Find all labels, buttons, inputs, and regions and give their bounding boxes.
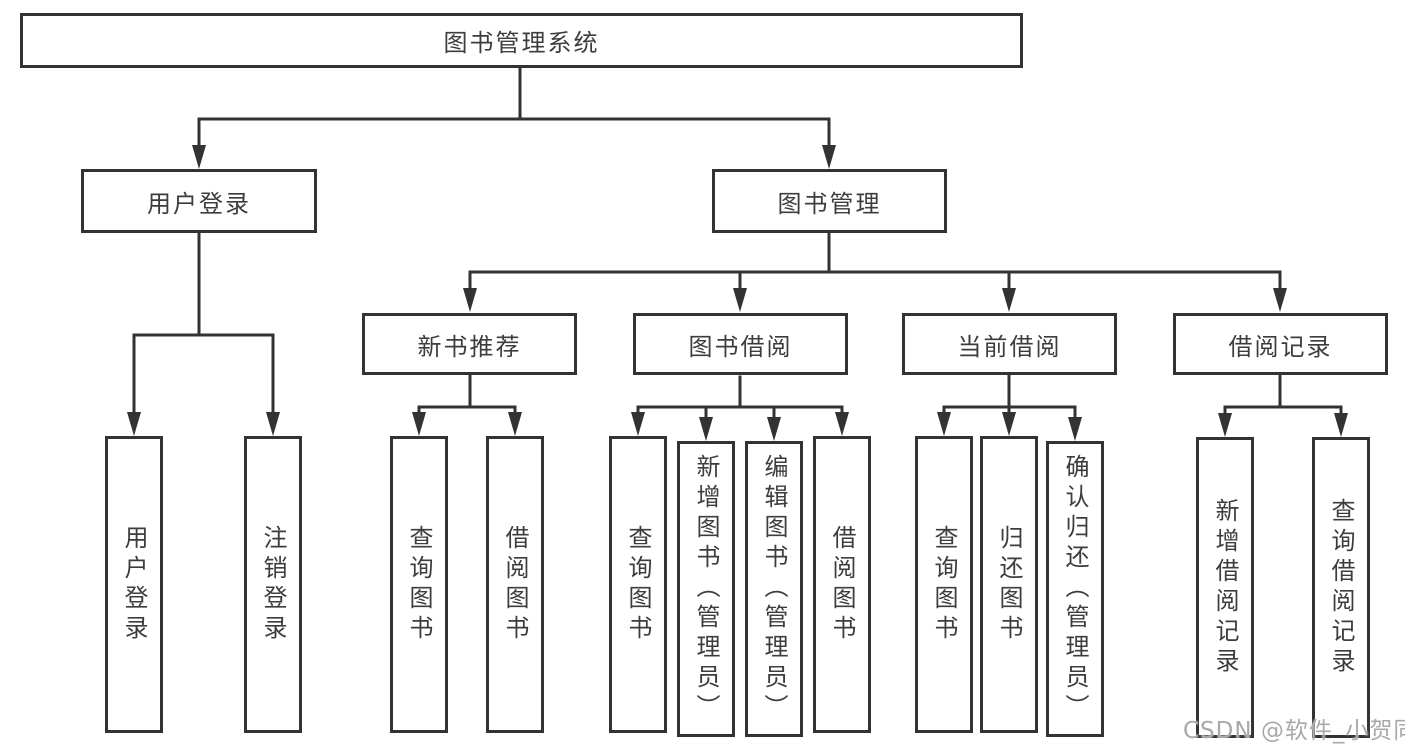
node-new-book-recommendation: 新书推荐: [362, 313, 577, 375]
node-label: 当前借阅: [957, 332, 1062, 361]
node-label: 新增借阅记录: [1211, 497, 1239, 678]
node-book-borrowing: 图书借阅: [633, 313, 848, 375]
leaf-borrow-books: 借阅图书: [813, 436, 871, 733]
node-label: 图书借阅: [688, 332, 793, 361]
node-label: 注销登录: [259, 524, 287, 645]
arrow-down-icon: [631, 412, 645, 436]
leaf-add-book-admin: 新增图书（管理员）: [677, 441, 735, 737]
leaf-query-books: 查询图书: [915, 436, 973, 733]
node-book-management: 图书管理: [712, 169, 947, 233]
arrow-down-icon: [266, 412, 280, 436]
leaf-edit-book-admin: 编辑图书（管理员）: [745, 441, 803, 737]
arrow-down-icon: [1002, 412, 1016, 436]
leaf-logout: 注销登录: [244, 436, 302, 733]
arrow-down-icon: [937, 412, 951, 436]
node-current-borrowing: 当前借阅: [902, 313, 1117, 375]
node-label: 图书管理系统: [443, 29, 600, 57]
node-label: 借阅记录: [1228, 332, 1333, 361]
node-label: 确认归还（管理员）: [1061, 454, 1089, 724]
arrow-down-icon: [412, 412, 426, 436]
arrow-down-icon: [1068, 417, 1082, 441]
node-label: 借阅图书: [501, 524, 529, 645]
node-label: 查询图书: [930, 524, 958, 645]
arrow-down-icon: [835, 412, 849, 436]
node-label: 新书推荐: [417, 332, 522, 361]
arrowheads: [127, 145, 1348, 441]
arrow-down-icon: [1002, 288, 1016, 312]
arrow-down-icon: [1218, 413, 1232, 437]
leaf-borrow-books: 借阅图书: [486, 436, 544, 733]
node-label: 新增图书（管理员）: [692, 454, 720, 724]
node-label: 图书管理: [777, 189, 882, 218]
arrow-down-icon: [1334, 413, 1348, 437]
watermark: CSDN @软件_小贺同学: [1183, 718, 1405, 744]
node-borrowing-records: 借阅记录: [1173, 313, 1388, 375]
node-label: 用户登录: [147, 189, 251, 218]
arrow-down-icon: [192, 145, 206, 169]
leaf-user-login: 用户登录: [105, 436, 163, 733]
arrow-down-icon: [733, 288, 747, 312]
node-label: 编辑图书（管理员）: [760, 454, 788, 724]
arrow-down-icon: [767, 417, 781, 441]
arrow-down-icon: [508, 412, 522, 436]
node-label: 查询借阅记录: [1327, 497, 1355, 678]
node-label: 归还图书: [995, 524, 1023, 645]
leaf-query-books: 查询图书: [390, 436, 448, 733]
node-label: 查询图书: [624, 524, 652, 645]
leaf-add-borrow-record: 新增借阅记录: [1196, 437, 1254, 738]
node-label: 用户登录: [120, 524, 148, 645]
arrow-down-icon: [127, 412, 141, 436]
leaf-query-books: 查询图书: [609, 436, 667, 733]
leaf-return-book: 归还图书: [980, 436, 1038, 733]
arrow-down-icon: [699, 417, 713, 441]
leaf-query-borrow-record: 查询借阅记录: [1312, 437, 1370, 738]
node-library-management-system: 图书管理系统: [20, 13, 1023, 68]
node-label: 查询图书: [405, 524, 433, 645]
arrow-down-icon: [822, 145, 836, 169]
node-label: 借阅图书: [828, 524, 856, 645]
node-user-login: 用户登录: [81, 169, 317, 233]
leaf-confirm-return-admin: 确认归还（管理员）: [1046, 441, 1104, 737]
arrow-down-icon: [1273, 288, 1287, 312]
arrow-down-icon: [463, 288, 477, 312]
